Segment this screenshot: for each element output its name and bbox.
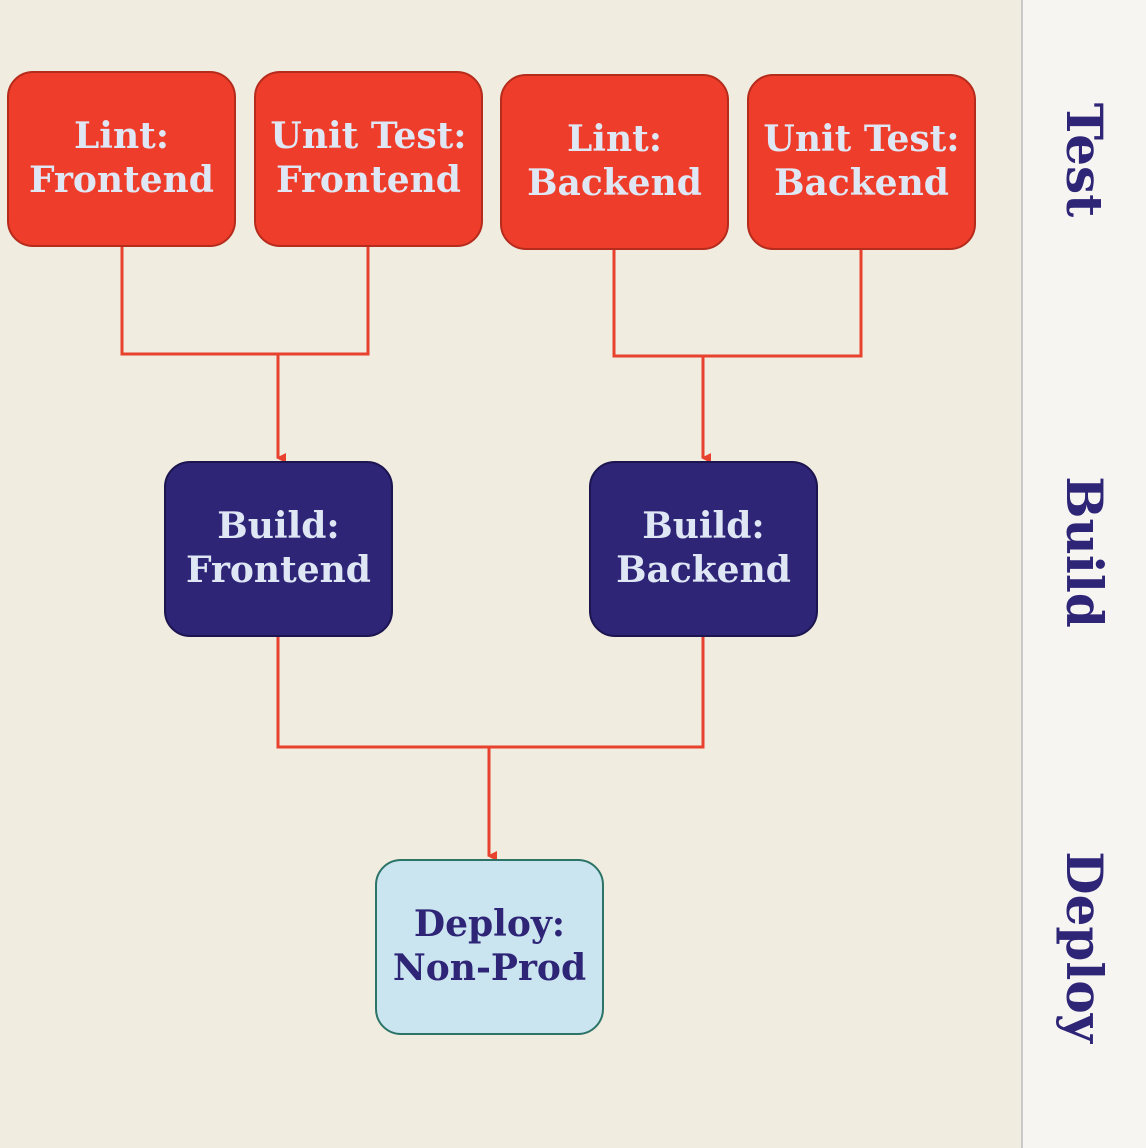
stage-label-build: Build: [1055, 476, 1114, 628]
deploy-non-prod-node[interactable]: Deploy: Non-Prod: [375, 859, 604, 1035]
lint-frontend-label: Lint: Frontend: [29, 115, 214, 201]
connector-backend-tests-to-build: [612, 250, 863, 458]
connector-builds-to-deploy: [276, 636, 705, 856]
stage-lane-panel: [1021, 0, 1146, 1148]
build-frontend-label: Build: Frontend: [186, 505, 371, 591]
stage-label-test: Test: [1055, 102, 1114, 218]
unit-test-frontend-node[interactable]: Unit Test: Frontend: [254, 71, 483, 247]
unit-test-backend-node[interactable]: Unit Test: Backend: [747, 74, 976, 250]
build-frontend-node[interactable]: Build: Frontend: [164, 461, 393, 637]
lint-backend-node[interactable]: Lint: Backend: [500, 74, 729, 250]
unit-test-backend-label: Unit Test: Backend: [763, 118, 960, 204]
lint-frontend-node[interactable]: Lint: Frontend: [7, 71, 236, 247]
build-backend-label: Build: Backend: [616, 505, 791, 591]
build-backend-node[interactable]: Build: Backend: [589, 461, 818, 637]
lint-backend-label: Lint: Backend: [527, 118, 702, 204]
unit-test-frontend-label: Unit Test: Frontend: [270, 115, 467, 201]
connector-lines: [120, 247, 863, 1148]
connector-frontend-tests-to-build: [120, 247, 370, 458]
deploy-non-prod-label: Deploy: Non-Prod: [392, 903, 587, 989]
stage-label-deploy: Deploy: [1055, 851, 1114, 1043]
